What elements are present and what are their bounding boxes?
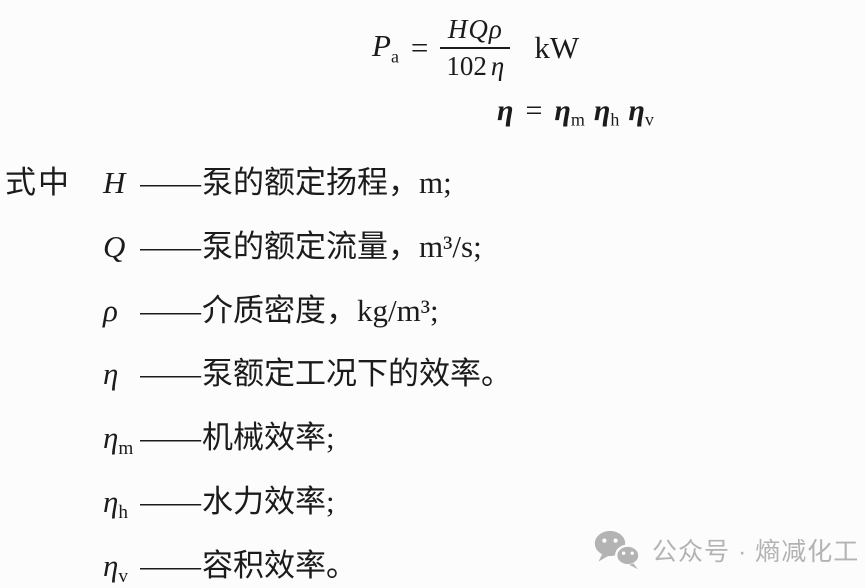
definition-row-hydraulic-efficiency: ηh —— 水力效率; <box>103 476 335 524</box>
efficiency-lhs-symbol: η <box>497 94 514 127</box>
variable-symbol: ρ <box>103 293 118 328</box>
definition-row-head: H —— 泵的额定扬程，m; <box>103 157 452 205</box>
formula-efficiency-product: η = ηm ηh ηv <box>497 94 663 130</box>
formula-lhs-subscript: a <box>390 46 399 67</box>
definition-description: 水力效率; <box>202 484 335 519</box>
definition-dash: —— <box>140 293 201 328</box>
definition-row-flow: Q —— 泵的额定流量，m³/s; <box>103 221 482 269</box>
definition-description: 泵的额定扬程，m; <box>202 165 452 200</box>
efficiency-term-mechanical: ηm <box>554 94 585 130</box>
wechat-logo-icon <box>594 530 652 570</box>
definition-dash: —— <box>140 229 201 264</box>
watermark: 公众号 · 熵减化工 <box>594 530 859 570</box>
equals-sign: = <box>525 94 543 127</box>
definition-dash: —— <box>140 165 201 200</box>
definition-description: 泵额定工况下的效率。 <box>202 356 512 391</box>
denominator-coefficient: 102 <box>446 51 487 82</box>
watermark-text: 公众号 · 熵减化工 <box>652 538 860 566</box>
variable-symbol: H <box>103 165 126 200</box>
definition-row-efficiency: η —— 泵额定工况下的效率。 <box>103 348 512 396</box>
variable-symbol: ηm <box>103 420 134 460</box>
fraction-numerator: HQρ <box>447 14 503 44</box>
definition-description: 介质密度，kg/m³; <box>202 293 439 328</box>
denominator-variable: η <box>490 51 505 82</box>
efficiency-term-volumetric: ηv <box>628 94 654 130</box>
definition-description: 泵的额定流量，m³/s; <box>202 229 482 264</box>
variable-symbol: ηh <box>103 484 128 524</box>
definition-row-volumetric-efficiency: ηv —— 容积效率。 <box>103 540 357 588</box>
definition-row-mechanical-efficiency: ηm —— 机械效率; <box>103 412 335 460</box>
definition-description: 容积效率。 <box>202 548 357 583</box>
definitions-intro-label: 式中 <box>5 165 71 200</box>
definition-row-density: ρ —— 介质密度，kg/m³; <box>103 285 439 333</box>
definition-dash: —— <box>140 548 201 583</box>
variable-symbol: η <box>103 356 119 391</box>
definition-dash: —— <box>140 420 201 455</box>
definition-dash: —— <box>140 484 201 519</box>
efficiency-term-hydraulic: ηh <box>593 94 620 130</box>
formula-lhs-symbol: Pa <box>372 28 399 67</box>
variable-symbol: ηv <box>103 548 128 588</box>
power-unit-label: kW <box>534 30 580 66</box>
definition-description: 机械效率; <box>202 420 335 455</box>
equals-sign: = <box>410 30 429 66</box>
variable-symbol: Q <box>103 229 126 264</box>
definition-dash: —— <box>140 356 201 391</box>
